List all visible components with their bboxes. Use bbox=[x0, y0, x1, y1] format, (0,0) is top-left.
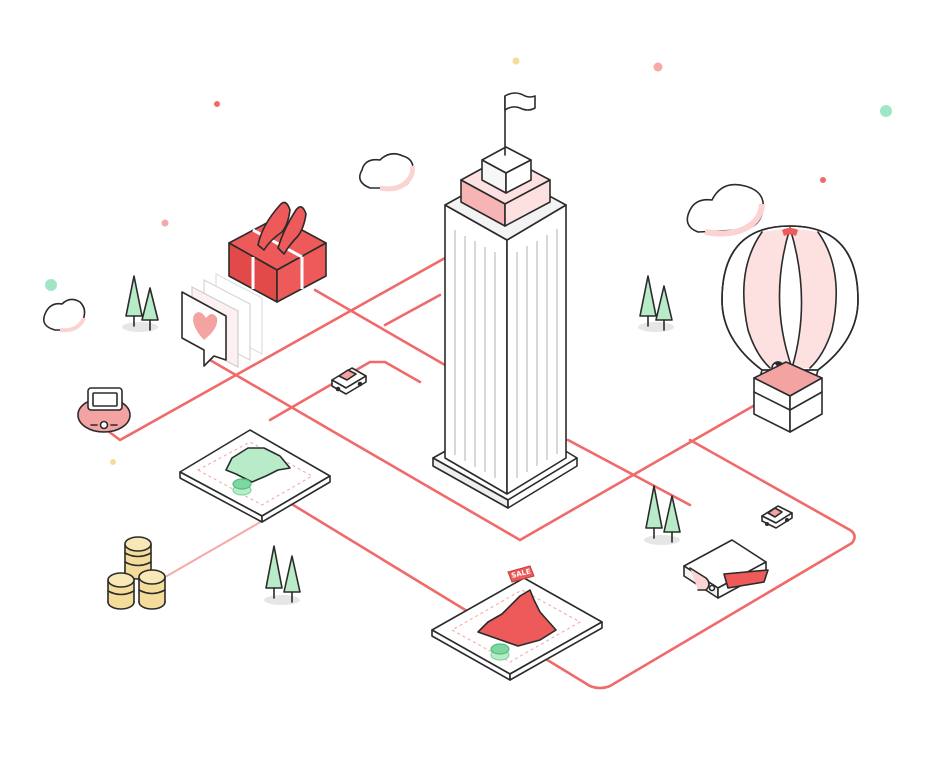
camera-device-icon bbox=[77, 387, 131, 433]
car-icon bbox=[331, 367, 367, 395]
sale-tag: SALE bbox=[507, 565, 535, 583]
hot-air-balloon-icon bbox=[721, 225, 859, 433]
skyscraper bbox=[432, 92, 578, 509]
cloud-icon bbox=[42, 298, 86, 333]
cloud-icon bbox=[686, 183, 765, 237]
tshirt-tablet-icon bbox=[178, 429, 331, 523]
wallet-icon bbox=[683, 539, 769, 599]
heart-card-icon bbox=[181, 273, 263, 368]
tree-icon bbox=[264, 545, 301, 605]
ambient-dots bbox=[45, 57, 892, 465]
car-icon bbox=[761, 505, 793, 529]
dress-tablet-icon: SALE bbox=[430, 565, 604, 681]
tree-icon bbox=[638, 275, 674, 332]
gift-box-with-heels-icon bbox=[228, 201, 327, 303]
tree-icon bbox=[122, 275, 159, 332]
coin-stacks-icon bbox=[107, 536, 166, 610]
tree-icon bbox=[644, 485, 681, 545]
cloud-icon bbox=[359, 152, 416, 192]
